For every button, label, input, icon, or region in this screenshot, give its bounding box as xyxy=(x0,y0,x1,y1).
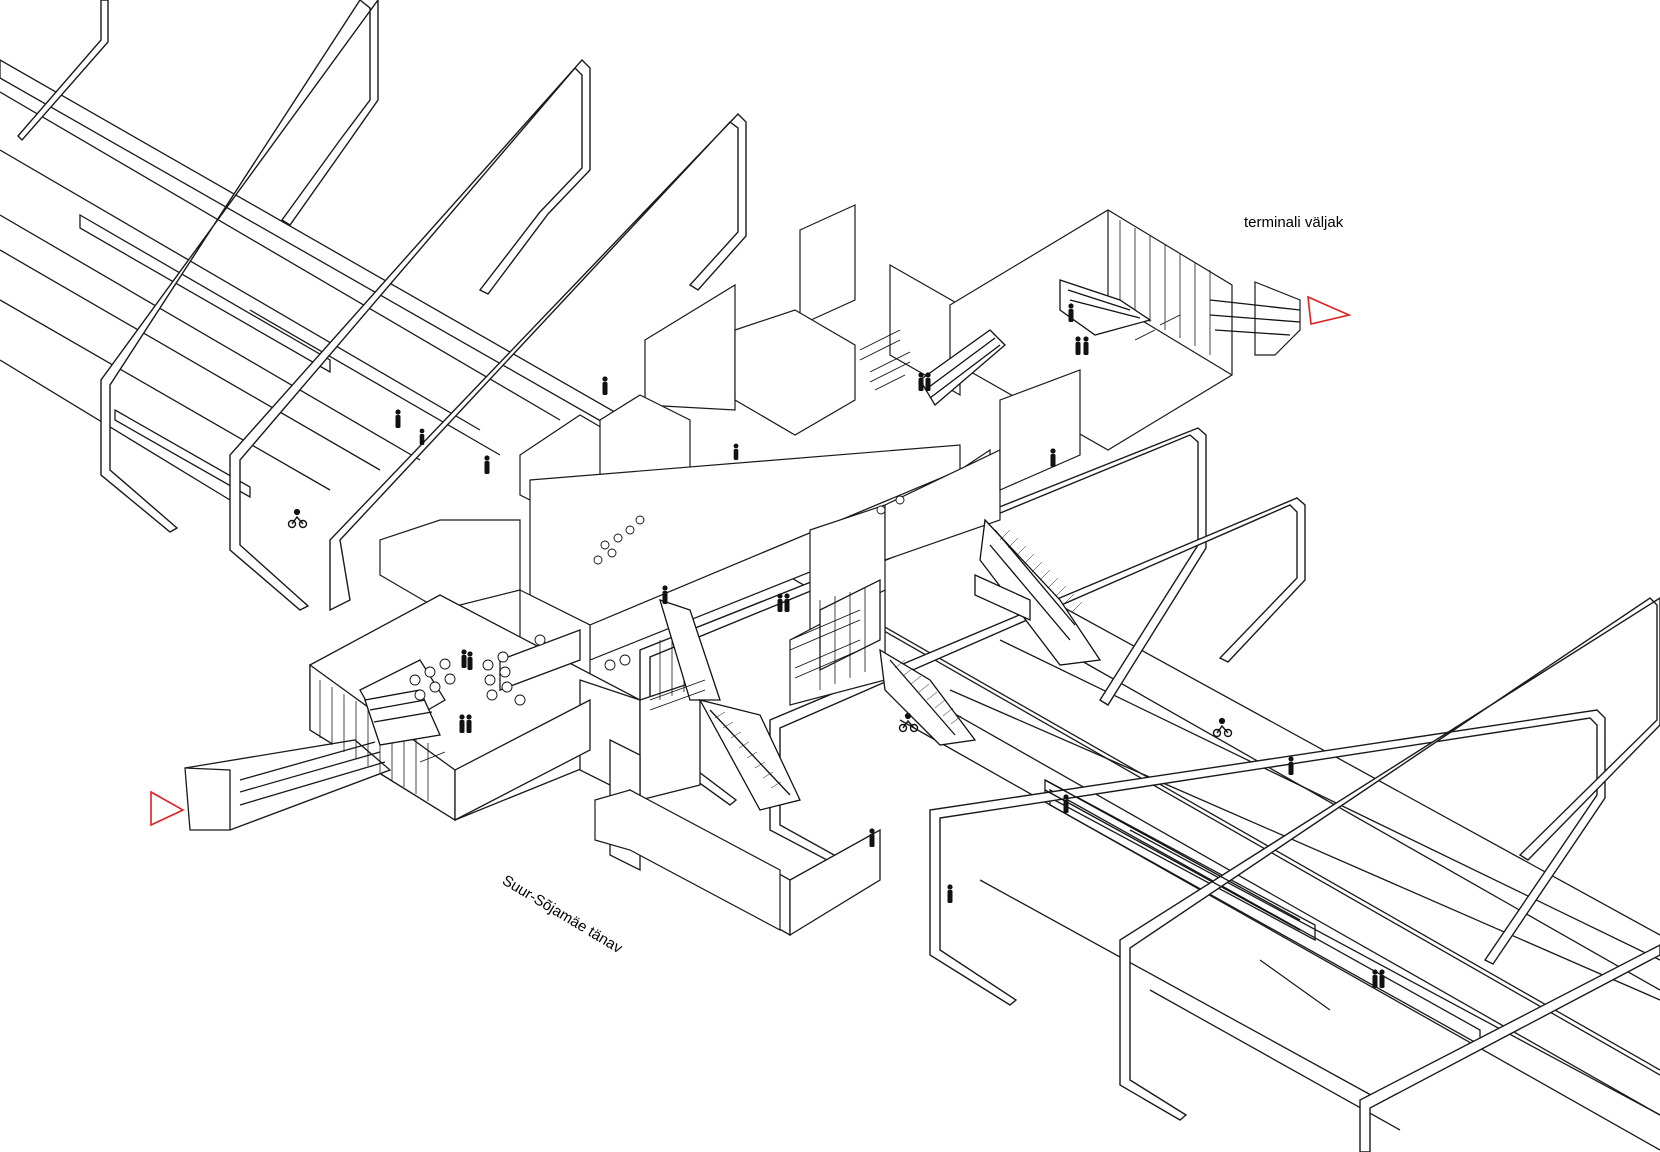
cyclist-icon xyxy=(898,712,919,733)
platform-bands-north xyxy=(0,59,621,501)
person-icon xyxy=(1083,336,1089,355)
escalator-treads xyxy=(714,529,1083,789)
person-icon xyxy=(419,428,425,445)
terminal-square-label: terminali väljak xyxy=(1244,214,1344,231)
cafe-tables xyxy=(409,495,905,706)
person-icon xyxy=(466,714,472,733)
escalators xyxy=(364,279,1301,931)
entrance-markers xyxy=(150,295,1352,827)
person-icon xyxy=(947,884,953,903)
person-icon xyxy=(1063,794,1069,813)
entrance-icon-east xyxy=(1307,295,1352,325)
cyclist-icon xyxy=(1212,717,1233,738)
person-icon xyxy=(733,443,739,460)
cyclists xyxy=(287,508,1233,738)
cyclist-icon xyxy=(287,508,308,529)
person-icon xyxy=(869,828,875,847)
seat-rows xyxy=(419,314,1181,763)
person-icon xyxy=(602,376,608,395)
person-icon xyxy=(777,593,783,612)
person-icon xyxy=(662,585,668,604)
person-icon xyxy=(461,649,467,668)
person-icon xyxy=(784,593,790,612)
person-icon xyxy=(395,409,401,428)
person-icon xyxy=(1050,448,1056,467)
entrance-icon-west xyxy=(150,790,185,827)
person-icon xyxy=(918,372,924,391)
person-icon xyxy=(1288,756,1294,775)
person-icon xyxy=(1372,969,1378,988)
street-level-base xyxy=(594,789,1331,1011)
person-icon xyxy=(459,714,465,733)
person-icon xyxy=(1068,303,1074,322)
person-icon xyxy=(1075,336,1081,355)
person-icon xyxy=(467,651,473,670)
people xyxy=(395,303,1385,988)
person-icon xyxy=(925,372,931,391)
person-icon xyxy=(1379,969,1385,988)
person-icon xyxy=(484,455,490,474)
